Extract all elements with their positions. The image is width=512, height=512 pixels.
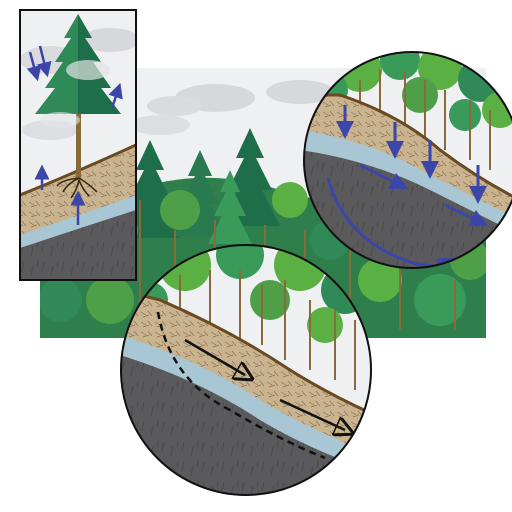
water-cycle-arrows bbox=[26, 45, 123, 225]
background-trees bbox=[40, 128, 486, 330]
upper-right-magnifier bbox=[303, 51, 512, 269]
lower-center-magnifier bbox=[120, 244, 372, 496]
tree-inset bbox=[19, 9, 137, 281]
subsurface-flow-arrows bbox=[156, 311, 345, 460]
cloud-icon bbox=[130, 80, 334, 135]
conifer-tree-icon bbox=[35, 14, 121, 199]
